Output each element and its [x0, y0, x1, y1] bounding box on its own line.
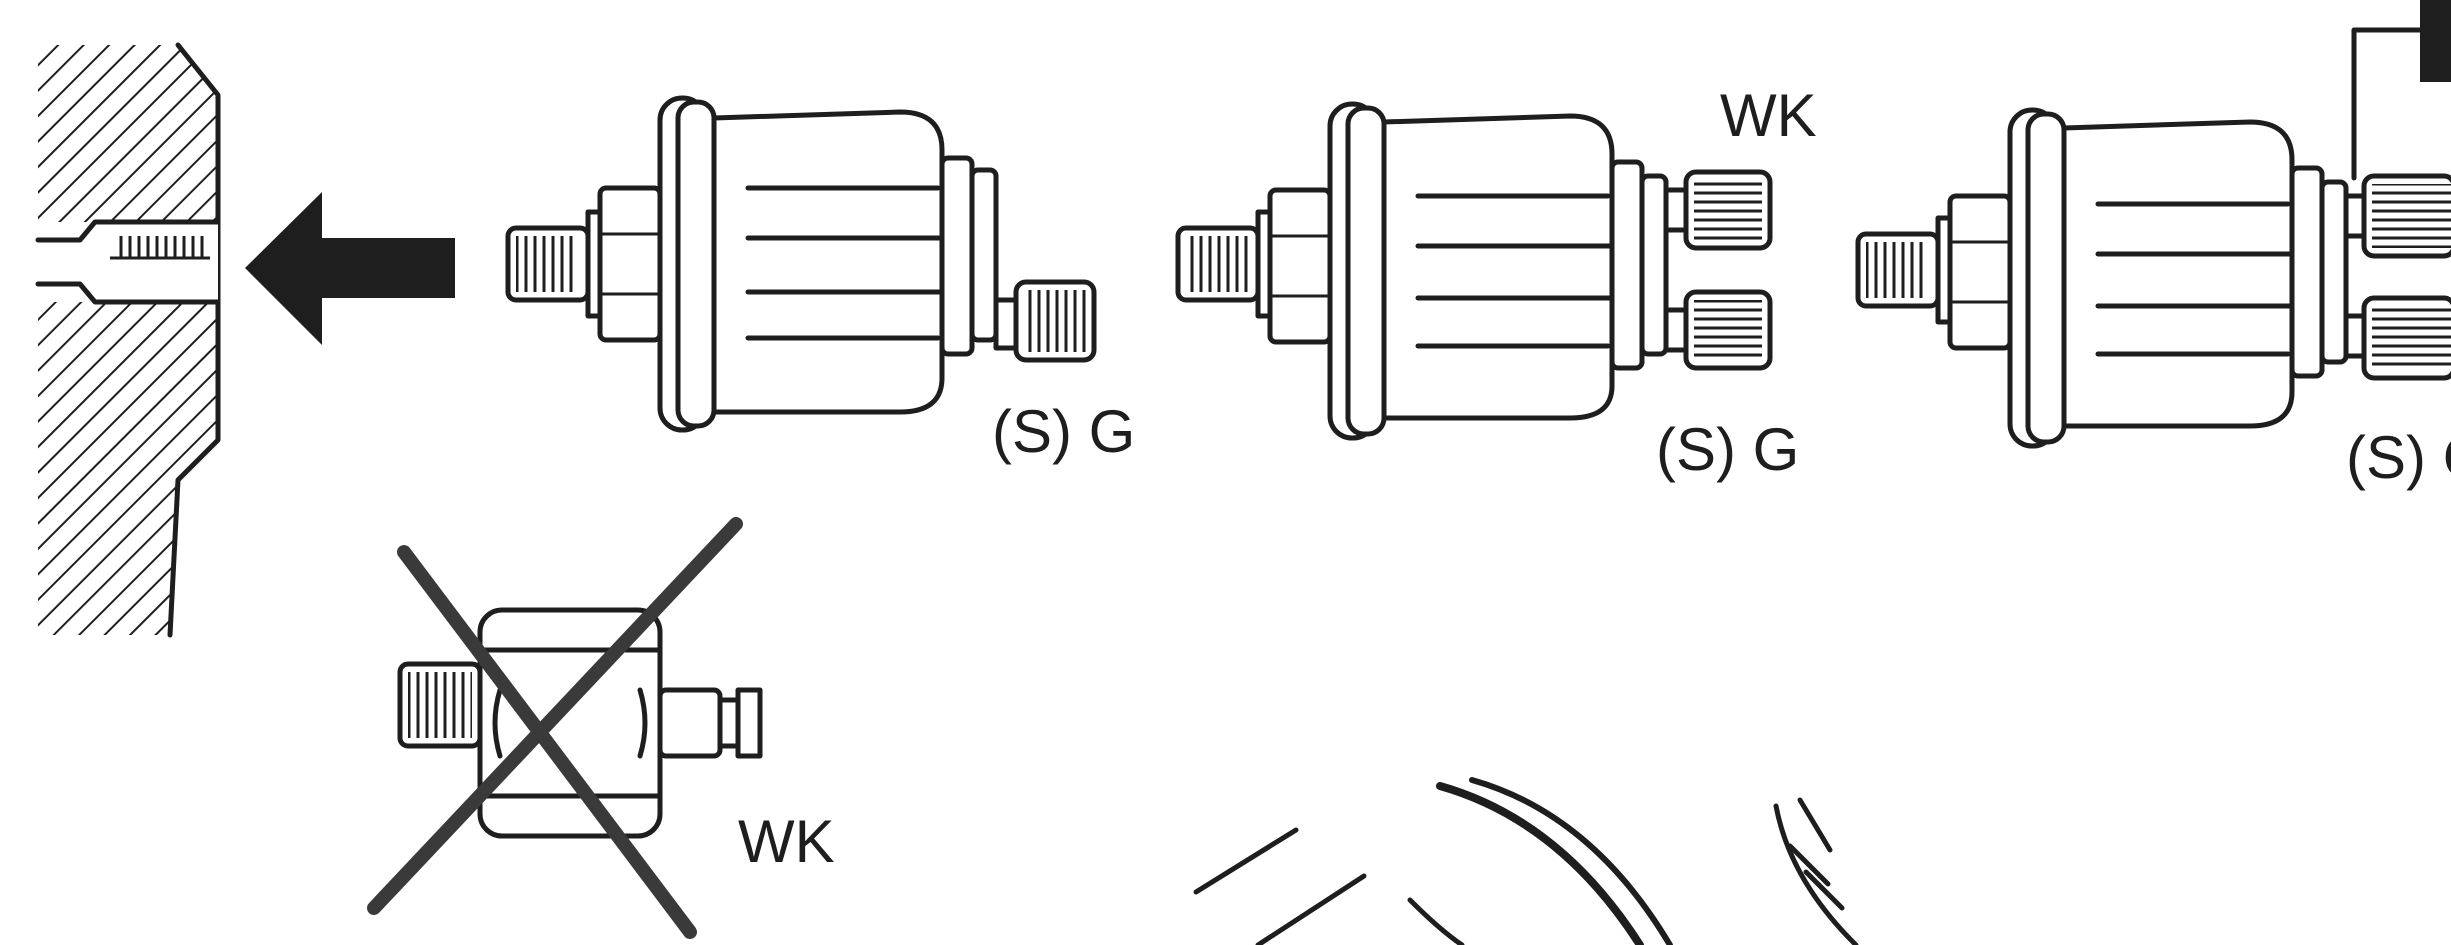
partial-hose-sketch: [1193, 777, 1859, 945]
arrow-left-icon: [245, 192, 455, 345]
sensor2-bottom-terminal-label: (S) G: [1656, 416, 1799, 483]
oil-pressure-sensor-dual: [1175, 101, 1773, 441]
oil-pressure-sensor-wired: [1855, 0, 2451, 449]
oil-pressure-sensor-single: [505, 95, 1097, 433]
sensor2-top-terminal-label: WK: [1720, 82, 1817, 149]
sensor3-bottom-terminal-label: (S) G: [2346, 424, 2451, 491]
sensor1-terminal-label: (S) G: [992, 398, 1135, 465]
crossed-sensor-terminal-label: WK: [738, 808, 835, 875]
cross-out-icon: [367, 517, 743, 939]
engine-block-section: [35, 42, 221, 638]
wrong-sensor-mounting: [397, 607, 763, 839]
